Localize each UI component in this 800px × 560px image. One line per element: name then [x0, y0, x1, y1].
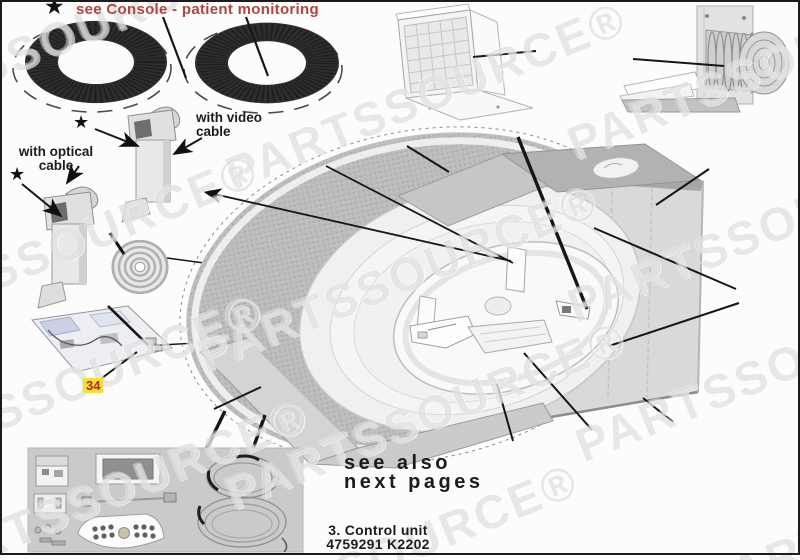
- leader-board-top: [107, 305, 149, 346]
- control-unit-parts-panel: [27, 447, 304, 553]
- connector-cable: [81, 492, 177, 507]
- air-filter: [395, 3, 534, 121]
- leader-star-optical: [21, 183, 63, 218]
- control-board: [31, 305, 174, 373]
- display-module: [95, 453, 161, 485]
- cable-loop-2: [197, 496, 288, 553]
- console-note: see Console - patient monitoring: [76, 1, 319, 18]
- gantry-bore-components: [409, 246, 591, 354]
- control-unit-caption-line1: 3. Control unit: [328, 522, 428, 538]
- fan-coil-assembly: [619, 5, 790, 113]
- star-icon: ★: [73, 112, 90, 132]
- leader-video-label: [172, 137, 203, 155]
- control-unit-caption: 3. Control unit 4759291 K2202: [303, 523, 453, 551]
- gantry-base-cradle: [199, 337, 554, 469]
- video-cable-label-line2: cable: [196, 123, 231, 139]
- gantry: [179, 126, 704, 469]
- leader-star-video: [94, 128, 140, 147]
- video-cable-bracket: [121, 106, 181, 223]
- cable-spool: [111, 239, 169, 295]
- gantry-top-panels: [396, 143, 702, 227]
- small-module-2: [33, 493, 67, 514]
- optical-cable-label-line2: cable: [38, 157, 74, 173]
- leader-fan: [632, 58, 725, 67]
- small-module-1: [35, 455, 69, 487]
- leader-board-34: [101, 351, 138, 379]
- screw-kit: [34, 524, 66, 546]
- leader-ring-2: [244, 16, 270, 77]
- gantry-front-disc: [298, 181, 642, 433]
- see-also-line1: see also: [344, 452, 451, 474]
- optical-cable-label-line1: with optical: [18, 144, 94, 159]
- see-also-note: see also next pages: [344, 452, 484, 493]
- leader-spool-short: [108, 232, 126, 255]
- cable-loop-1: [206, 454, 280, 499]
- see-also-line2: next pages: [344, 470, 484, 493]
- leader-optical-label: [65, 163, 84, 185]
- star-icon: ★: [44, 0, 65, 19]
- part-number-34: 34: [83, 378, 104, 393]
- star-icon: ★: [9, 164, 26, 184]
- cable-ring-coil-2: [183, 22, 343, 114]
- leader-filter: [472, 50, 537, 58]
- leader-ring-1: [161, 16, 188, 79]
- keypad-panel: [77, 513, 165, 549]
- control-unit-caption-line2: 4759291 K2202: [326, 536, 430, 552]
- video-cable-label-line1: with video: [196, 110, 263, 125]
- cable-ring-coil-1: [12, 20, 172, 113]
- video-cable-label: with video cable: [196, 111, 262, 138]
- optical-cable-label: with optical cable: [6, 145, 106, 172]
